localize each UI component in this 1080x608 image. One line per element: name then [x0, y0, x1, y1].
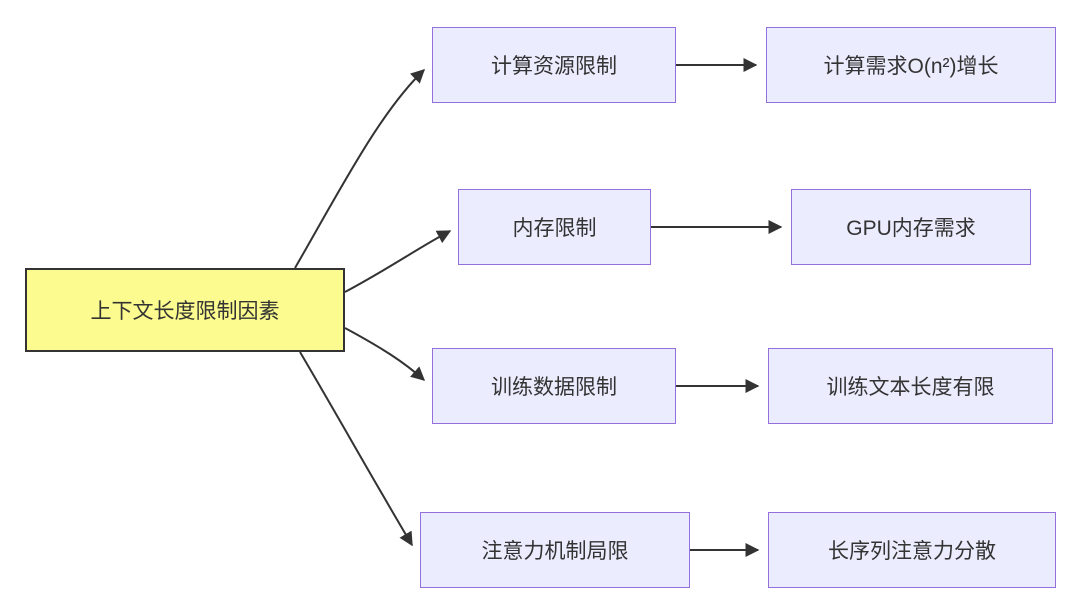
factor-node-training-data-limit: 训练数据限制 — [432, 348, 676, 424]
consequence-node-training-text-length-limited: 训练文本长度有限 — [768, 348, 1053, 424]
consequence-node-compute-demand-growth: 计算需求O(n²)增长 — [766, 27, 1056, 103]
edge-root-to-factor-3 — [344, 327, 426, 381]
edge-root-to-factor-4 — [299, 351, 413, 547]
edge-root-to-factor-1 — [294, 69, 426, 269]
edge-root-to-factor-2 — [344, 230, 452, 293]
factor-node-attention-mechanism-limitation: 注意力机制局限 — [420, 512, 690, 588]
consequence-node-gpu-memory-demand: GPU内存需求 — [791, 189, 1031, 265]
consequence-node-long-sequence-attention-dispersion: 长序列注意力分散 — [768, 512, 1056, 588]
root-node-context-length-limit-factors: 上下文长度限制因素 — [25, 268, 345, 352]
factor-node-compute-resource-limit: 计算资源限制 — [432, 27, 676, 103]
factor-node-memory-limit: 内存限制 — [458, 189, 651, 265]
